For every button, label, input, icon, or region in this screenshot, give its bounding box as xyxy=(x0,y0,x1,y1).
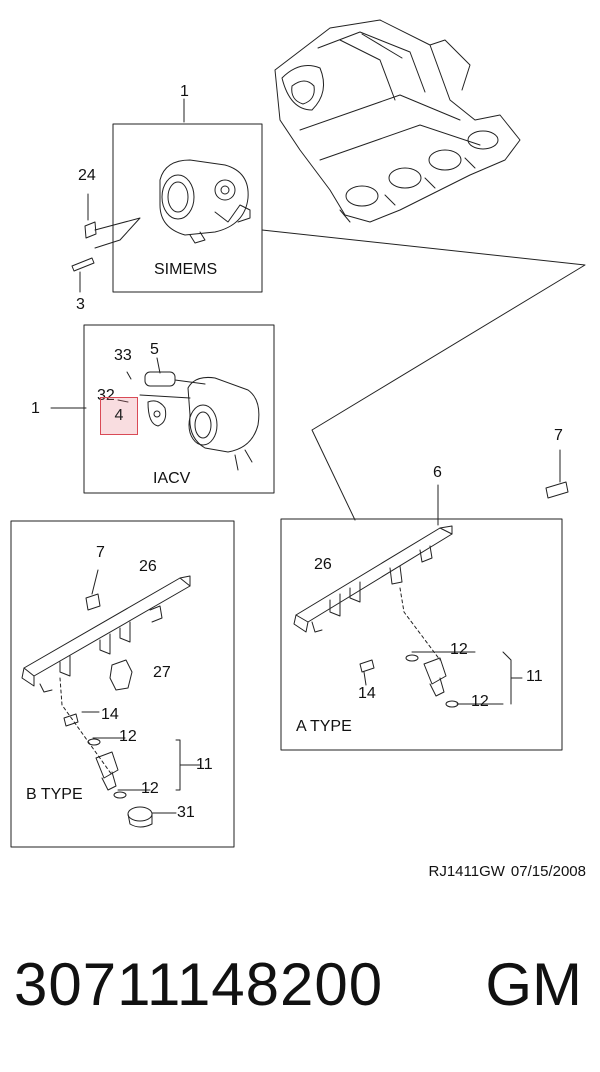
callout-5: 5 xyxy=(150,341,159,358)
injector-a xyxy=(405,654,459,708)
part-number: 30711148200 xyxy=(14,951,384,1018)
injector-b xyxy=(87,738,127,799)
throttle-body-iacv xyxy=(139,371,260,471)
callout-12-left-bottom: 12 xyxy=(141,780,159,797)
callout-27: 27 xyxy=(153,664,171,681)
clip-14-b xyxy=(63,713,79,727)
leaders-iacv xyxy=(117,357,161,403)
callout-32: 32 xyxy=(97,387,115,404)
clip-14-a xyxy=(359,659,375,673)
intake-manifold xyxy=(274,19,521,223)
callout-11-right: 11 xyxy=(526,668,543,685)
callout-12-left-top: 12 xyxy=(119,728,137,745)
iacv-box xyxy=(83,324,275,494)
callout-1-top: 1 xyxy=(180,83,189,100)
callout-31: 31 xyxy=(177,804,195,821)
brand-label: GM xyxy=(485,951,582,1018)
bolt-7-a xyxy=(545,449,569,499)
regulator-27 xyxy=(109,659,133,691)
callout-4: 4 xyxy=(114,407,124,424)
callout-7-right: 7 xyxy=(554,427,563,444)
fuel-rail-b xyxy=(21,575,191,693)
cap-31 xyxy=(127,806,153,828)
drawing-stamp: RJ1411GW 07/15/2008 xyxy=(423,863,587,880)
leader-24 xyxy=(94,217,141,249)
caption-b-type: B TYPE xyxy=(26,786,83,803)
callout-11-left: 11 xyxy=(196,756,213,773)
callout-4-highlight[interactable]: 4 xyxy=(100,397,138,435)
a-type-box xyxy=(280,518,563,751)
leader-line xyxy=(261,229,586,521)
screw-24 xyxy=(84,193,97,239)
callout-24: 24 xyxy=(78,167,96,184)
leader-b-dash xyxy=(59,677,113,776)
callout-14-left: 14 xyxy=(101,706,119,723)
parts-diagram xyxy=(10,19,586,848)
caption-iacv: IACV xyxy=(153,470,191,487)
callout-26-left: 26 xyxy=(139,558,157,575)
leaders-b xyxy=(81,711,201,814)
caption-siemens: SIMEMS xyxy=(154,261,218,278)
callout-14-right: 14 xyxy=(358,685,376,702)
leader-a-dash xyxy=(399,587,441,661)
callout-1-mid: 1 xyxy=(31,400,40,417)
bolt-7-b xyxy=(85,569,101,611)
callout-12-right-bottom: 12 xyxy=(471,693,489,710)
callout-6: 6 xyxy=(433,464,442,481)
throttle-body-siemens xyxy=(159,159,251,244)
caption-a-type: A TYPE xyxy=(296,718,352,735)
bolt-3 xyxy=(71,257,95,293)
leaders-a xyxy=(363,651,523,705)
callout-3: 3 xyxy=(76,296,85,313)
callout-7-left: 7 xyxy=(96,544,105,561)
drawing-code: RJ1411GW xyxy=(428,863,505,880)
callout-12-right-top: 12 xyxy=(450,641,468,658)
callout-26-right: 26 xyxy=(314,556,332,573)
fuel-rail-a xyxy=(293,525,453,633)
siemens-box xyxy=(112,123,263,293)
b-type-box xyxy=(10,520,235,848)
callout-33: 33 xyxy=(114,347,132,364)
drawing-date: 07/15/2008 xyxy=(510,863,586,880)
